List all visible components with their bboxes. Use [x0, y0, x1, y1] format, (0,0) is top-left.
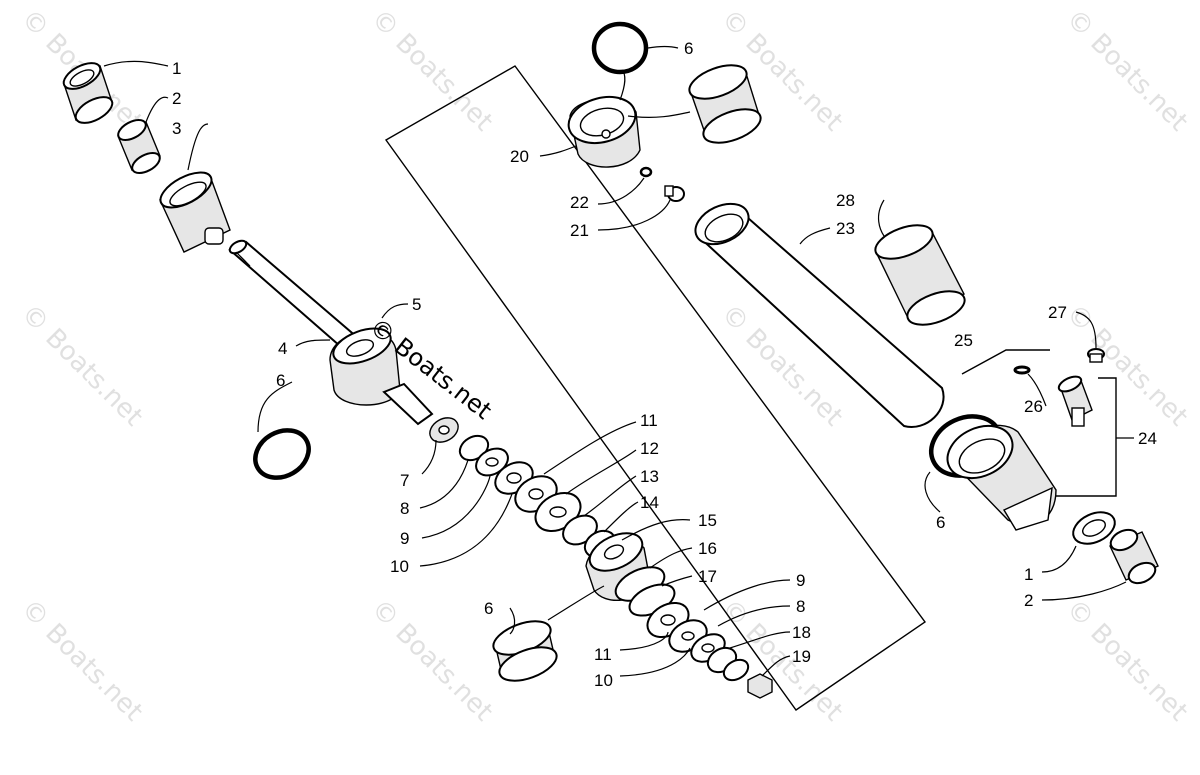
callout-6-lower: 6 [484, 599, 493, 618]
watermark: © Boats.net [1060, 4, 1193, 137]
callout-2: 2 [172, 89, 181, 108]
callout-6-top: 6 [684, 39, 693, 58]
callout-16: 16 [698, 539, 717, 558]
assembly-frame [384, 65, 926, 711]
watermark: © Boats.net [15, 299, 148, 432]
watermark: © Boats.net [365, 4, 498, 137]
callout-14: 14 [640, 493, 659, 512]
part-28-sleeve [874, 224, 966, 326]
callout-20: 20 [510, 147, 529, 166]
part-6-oring-left [253, 428, 311, 480]
callout-3: 3 [172, 119, 181, 138]
watermark: © Boats.net [15, 594, 148, 727]
callout-15: 15 [698, 511, 717, 530]
callout-28: 28 [836, 191, 855, 210]
callout-5: 5 [412, 295, 421, 314]
callout-9: 9 [400, 529, 409, 548]
callout-1-right: 1 [1024, 565, 1033, 584]
callout-10: 10 [390, 557, 409, 576]
callout-22: 22 [570, 193, 589, 212]
callout-18: 18 [792, 623, 811, 642]
callout-25: 25 [954, 331, 973, 350]
callout-19: 19 [792, 647, 811, 666]
part-19-nut [747, 673, 773, 699]
callout-12: 12 [640, 439, 659, 458]
washer-stack-lower [646, 601, 773, 699]
callout-21: 21 [570, 221, 589, 240]
part-5-seal-head [329, 327, 434, 426]
part-1-bushing-right [1072, 511, 1116, 545]
callout-2-right: 2 [1024, 591, 1033, 610]
bracket-24 [1056, 377, 1117, 497]
callout-1: 1 [172, 59, 181, 78]
part-3-eye [159, 171, 231, 253]
part-20-floating-piston [567, 95, 641, 168]
callout-4: 4 [278, 339, 287, 358]
callout-7: 7 [400, 471, 409, 490]
callout-10-lower: 10 [594, 671, 613, 690]
callout-6: 6 [276, 371, 285, 390]
callout-13: 13 [640, 467, 659, 486]
callout-labels: 1 2 3 4 5 6 7 8 9 10 11 12 13 14 15 16 1… [172, 39, 1157, 690]
callout-6-right: 6 [936, 513, 945, 532]
part-2-spacer [117, 119, 161, 174]
bracket-25 [961, 349, 1050, 375]
callout-27: 27 [1048, 303, 1067, 322]
part-21-valve [664, 185, 685, 202]
part-22-oring-small [639, 166, 653, 178]
watermark: © Boats.net [1060, 594, 1193, 727]
reservoir-end-cap [946, 424, 1057, 531]
callout-23: 23 [836, 219, 855, 238]
part-6-split-ring-lower [492, 620, 558, 682]
washer-stack-upper [429, 417, 617, 559]
watermark: © Boats.net [365, 594, 498, 727]
callout-17: 17 [698, 567, 717, 586]
leader-lines [103, 45, 1134, 677]
callout-24: 24 [1138, 429, 1157, 448]
part-2-spacer-right [1109, 528, 1159, 585]
callout-11-lower: 11 [594, 645, 612, 664]
callout-11: 11 [640, 411, 658, 430]
part-27-valve-cap [1087, 348, 1105, 363]
callout-8: 8 [400, 499, 409, 518]
callout-9-lower: 9 [796, 571, 805, 590]
callout-8-lower: 8 [796, 597, 805, 616]
part-23-body-tube [694, 202, 945, 428]
part-26-valve-core [1013, 365, 1093, 427]
callout-26: 26 [1024, 397, 1043, 416]
part-6-split-ring-top [688, 64, 762, 144]
part-6-oring-top [591, 21, 649, 75]
part-1-bushing [62, 62, 114, 124]
